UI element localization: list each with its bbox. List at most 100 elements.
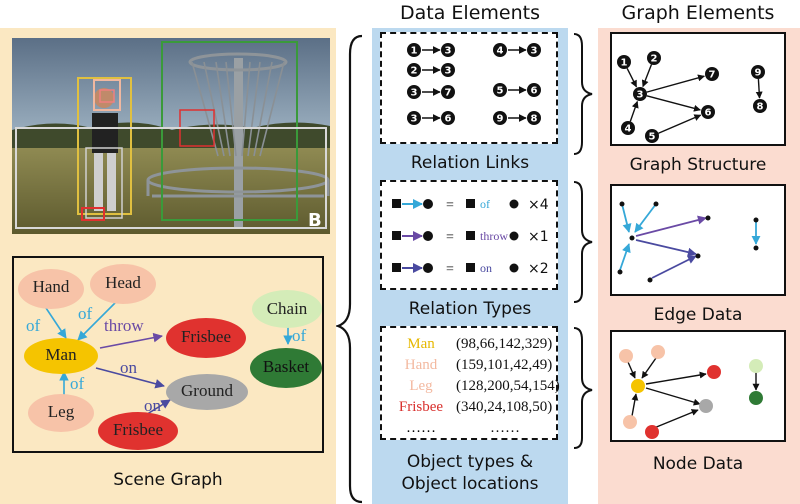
type-1-dot2: [509, 231, 519, 241]
edge-data-title: Edge Data: [653, 305, 743, 325]
type-1-equals: =: [446, 230, 454, 245]
object-location: (128,200,54,154): [456, 378, 560, 394]
object-location: (98,66,142,329): [456, 336, 553, 352]
edge-label-hand-of: of: [26, 316, 41, 335]
type-2-dst-dot: [423, 263, 433, 273]
link-6-src-label: 9: [497, 114, 504, 125]
struct-node-3-label: 3: [637, 90, 644, 101]
struct-node-4-label: 4: [625, 124, 632, 135]
ellipsis-left: ……: [406, 420, 436, 436]
node-leg: [28, 394, 94, 432]
type-0-dot2: [509, 199, 519, 209]
type-0-src-square: [392, 199, 401, 208]
struct-edge-4-3: [629, 100, 639, 122]
link-5-dst-circle: [441, 111, 455, 125]
struct-node-5-label: 5: [649, 132, 656, 143]
link-5-src-circle: [407, 111, 421, 125]
link-4-dst-label: 6: [531, 86, 538, 97]
link-1-dst-label: 3: [531, 46, 538, 57]
type-1-label: throw: [480, 229, 508, 243]
node-head: [90, 264, 156, 304]
brace-left: [336, 34, 363, 504]
node-man-label: Man: [45, 345, 77, 364]
link-3-src-label: 3: [411, 88, 418, 99]
link-1-src-circle: [493, 43, 507, 57]
struct-node-3-circle: [633, 87, 647, 101]
struct-node-1-label: 1: [621, 58, 628, 69]
edge-label-leg-of: of: [70, 374, 85, 393]
link-4-dst-circle: [527, 83, 541, 97]
type-1-dst-dot: [423, 231, 433, 241]
node-ground-label: Ground: [181, 381, 233, 400]
link-2-dst-circle: [441, 63, 455, 77]
object-location: (159,101,42,49): [456, 357, 553, 373]
link-2-src-circle: [407, 63, 421, 77]
brace-right-small: [573, 33, 593, 449]
node-leg-label: Leg: [47, 402, 75, 421]
node-head-label: Head: [105, 273, 141, 292]
struct-edge-3-7: [646, 74, 705, 93]
node-chain-label: Chain: [266, 299, 308, 318]
type-2-equals: =: [446, 262, 454, 277]
node-hand-label: Hand: [32, 277, 70, 296]
link-6-dst-circle: [527, 111, 541, 125]
struct-node-7-circle: [705, 67, 719, 81]
data-elements-title: Data Elements: [400, 2, 540, 24]
graph-elements-title: Graph Elements: [621, 2, 775, 24]
link-1-dst-circle: [527, 43, 541, 57]
node-basket-label: Basket: [262, 357, 310, 376]
type-2-src-square: [392, 263, 401, 272]
link-6-src-circle: [493, 111, 507, 125]
object-type: Man: [407, 336, 435, 352]
struct-node-1-circle: [617, 55, 631, 69]
struct-node-7-label: 7: [709, 70, 716, 81]
struct-node-6-circle: [701, 105, 715, 119]
type-0-equals: =: [446, 198, 454, 213]
type-0-label: of: [480, 197, 490, 211]
link-5-src-label: 3: [411, 114, 418, 125]
relation-links-title: Relation Links: [410, 153, 530, 173]
object-table-title-line1: Object types &: [406, 452, 534, 472]
relation-types-svg: =of×4=throw×1=on×2: [392, 197, 549, 277]
link-2-src-label: 2: [411, 66, 418, 77]
node-basket: [250, 348, 322, 388]
type-0-sq2: [466, 199, 475, 208]
svg-text:B: B: [308, 210, 322, 231]
scene-graph-title: Scene Graph: [113, 470, 223, 490]
node-chain: [252, 290, 322, 328]
edge-label-head-of: of: [78, 304, 93, 323]
node-ground: [166, 374, 248, 410]
struct-edge-3-6: [646, 95, 701, 112]
relation-types-title: Relation Types: [408, 299, 532, 319]
link-2-dst-label: 3: [445, 66, 452, 77]
struct-node-8-label: 8: [757, 102, 764, 113]
link-4-src-label: 5: [497, 86, 504, 97]
link-0-src-label: 1: [411, 46, 418, 57]
node-frisbee-bottom: [98, 412, 178, 450]
struct-node-5-circle: [645, 129, 659, 143]
type-1-sq2: [466, 231, 475, 240]
edge-label-throw: throw: [104, 316, 144, 335]
link-5-dst-label: 6: [445, 114, 452, 125]
link-3-dst-circle: [441, 85, 455, 99]
object-type: Hand: [404, 357, 438, 373]
link-4-src-circle: [493, 83, 507, 97]
link-3-src-circle: [407, 85, 421, 99]
link-0-dst-circle: [441, 43, 455, 57]
node-man: [24, 338, 98, 374]
struct-node-2-circle: [647, 51, 661, 65]
type-1-count: ×1: [528, 229, 549, 245]
struct-node-9-label: 9: [755, 68, 762, 79]
type-2-dot2: [509, 263, 519, 273]
edge-data-svg: [617, 201, 761, 283]
edge-label-man-on: on: [120, 358, 137, 377]
type-1-src-square: [392, 231, 401, 240]
ellipsis-right: ……: [490, 420, 520, 436]
scene-photo: B: [12, 38, 330, 234]
struct-node-8-circle: [753, 99, 767, 113]
graph-structure-title: Graph Structure: [629, 155, 767, 175]
type-0-dst-dot: [423, 199, 433, 209]
link-6-dst-label: 8: [531, 114, 538, 125]
link-1-src-label: 4: [497, 46, 504, 57]
